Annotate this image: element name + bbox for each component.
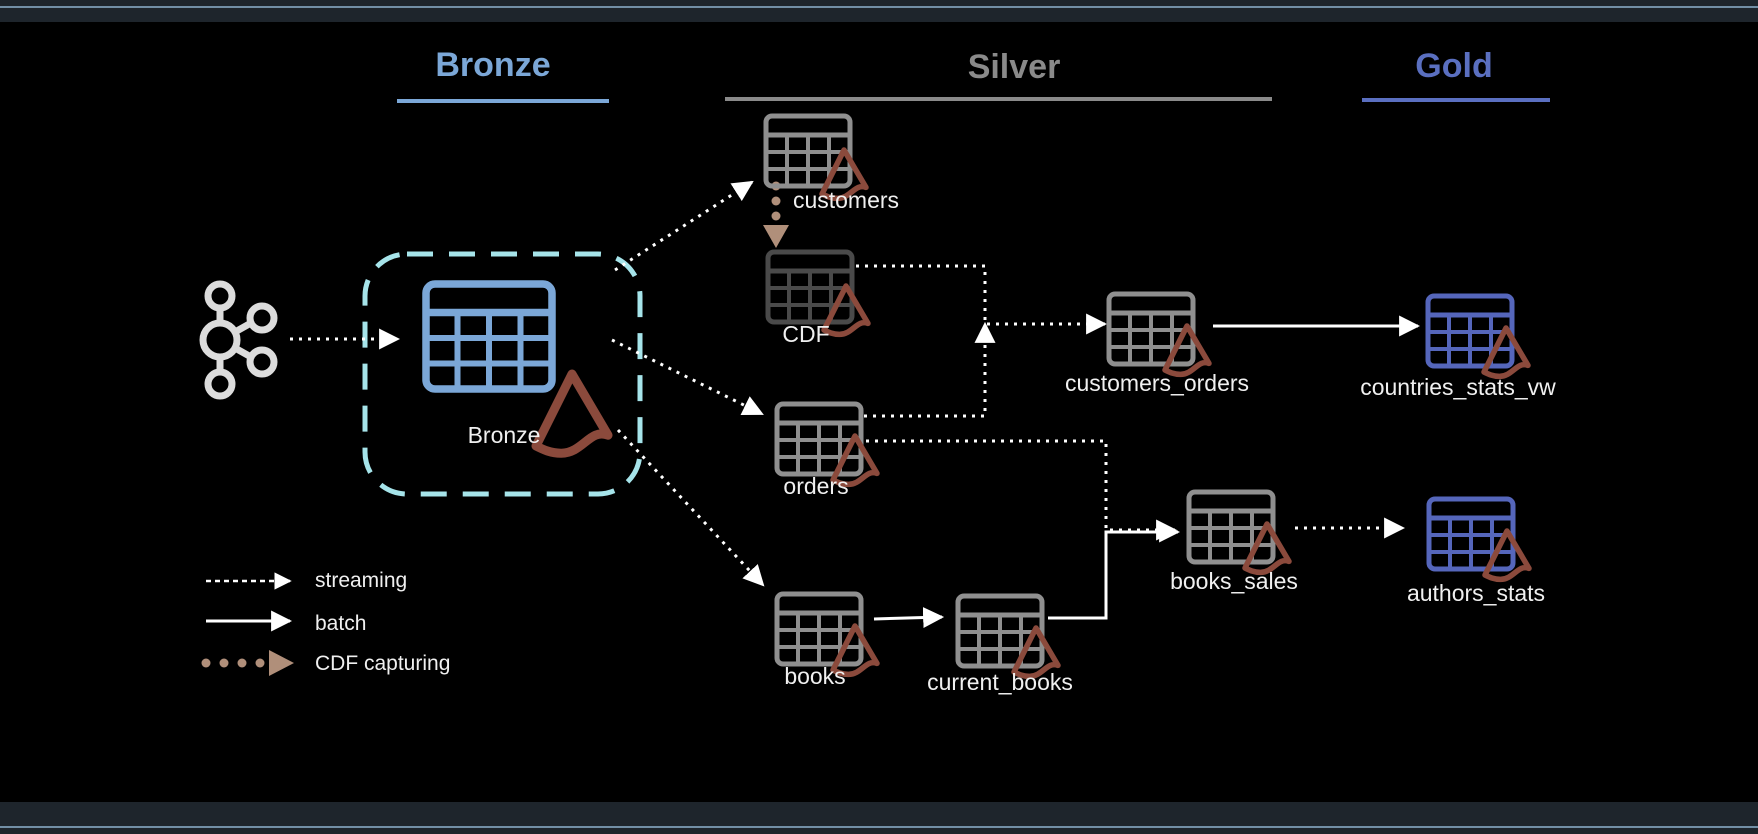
node-label-countries-stats-vw: countries_stats_vw — [1360, 374, 1556, 400]
kafka-icon — [199, 280, 278, 400]
top-bar — [0, 0, 1758, 22]
edge-orders-customers_orders — [864, 321, 996, 418]
node-label-authors-stats: authors_stats — [1406, 580, 1546, 606]
legend-batch-label: batch — [315, 612, 367, 635]
countries-stats-table-icon — [1428, 296, 1512, 366]
edge-bronze-customers — [614, 180, 754, 272]
bronze-box — [362, 251, 643, 497]
node-label-current-books: current_books — [927, 669, 1073, 695]
node-label-cdf: CDF — [782, 321, 830, 347]
edge-cdf-customers_orders — [856, 264, 1108, 335]
bronze-table-icon — [426, 284, 552, 389]
legend-cdf-label: CDF capturing — [315, 652, 451, 675]
diagram-canvas: Bronze Silver Gold Bronze customers CDF … — [0, 22, 1758, 802]
edge-books-current_books — [873, 607, 945, 629]
node-label-books-sales: books_sales — [1170, 568, 1298, 594]
edge-bronze-orders — [611, 338, 764, 416]
tier-bronze-heading: Bronze — [435, 46, 551, 84]
edge-bronze-books — [616, 428, 765, 587]
bottom-bar — [0, 802, 1758, 834]
legend-streaming-label: streaming — [315, 569, 408, 592]
tier-gold-heading: Gold — [1415, 47, 1493, 85]
cdf-table-icon — [768, 252, 852, 322]
authors-stats-table-icon — [1429, 499, 1513, 569]
edge-current_books-books_sales — [1048, 521, 1181, 620]
node-label-orders: orders — [783, 473, 849, 499]
node-label-bronze: Bronze — [467, 422, 541, 448]
books-sales-table-icon — [1189, 492, 1273, 562]
cdf-capture-arrow — [763, 181, 789, 248]
legend-cdf-marker — [201, 650, 294, 676]
node-label-customers: customers — [792, 187, 900, 213]
current-books-table-icon — [958, 596, 1042, 666]
books-table-icon — [777, 594, 861, 664]
customers-table-icon — [766, 116, 850, 186]
customers-orders-table-icon — [1109, 294, 1193, 364]
pipeline-diagram — [199, 97, 1550, 802]
tier-silver-heading: Silver — [967, 48, 1061, 86]
node-label-customers-orders: customers_orders — [1064, 370, 1250, 396]
node-label-books: books — [784, 663, 846, 689]
orders-table-icon — [777, 404, 861, 474]
edge-orders-books_sales — [866, 439, 1178, 541]
